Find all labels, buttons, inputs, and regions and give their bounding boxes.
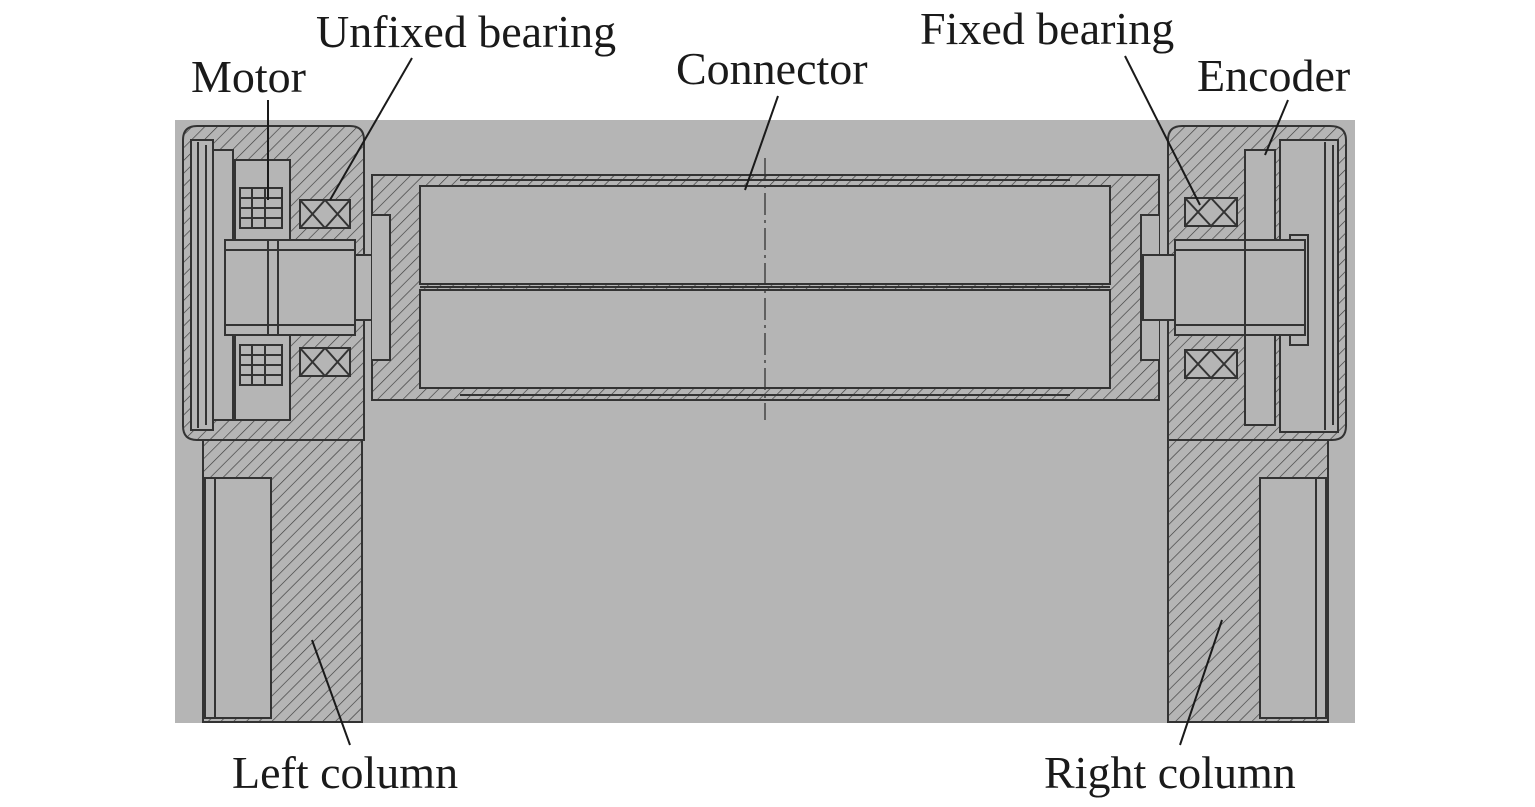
left-shaft: [224, 239, 388, 336]
left-column-leader: [311, 639, 351, 746]
encoder-leader: [1264, 99, 1289, 156]
connector: [371, 158, 1160, 420]
right-column-label: Right column: [1044, 747, 1296, 798]
unfixed-bearing-leader: [329, 57, 413, 201]
right-column: [1167, 439, 1329, 723]
connector-leader: [744, 95, 779, 191]
unfixed-bearing: [299, 199, 351, 377]
fixed-bearing-leader: [1124, 55, 1201, 206]
connector-label: Connector: [676, 43, 868, 94]
encoder-label: Encoder: [1197, 50, 1350, 101]
left-column: [202, 439, 363, 723]
right-column-leader: [1179, 619, 1223, 746]
unfixed-bearing-label: Unfixed bearing: [316, 6, 616, 57]
right-shaft: [1142, 239, 1306, 336]
left-column-label: Left column: [232, 747, 458, 798]
fixed-bearing-label: Fixed bearing: [920, 3, 1174, 54]
motor-label: Motor: [191, 51, 306, 102]
fixed-bearing: [1184, 197, 1238, 379]
